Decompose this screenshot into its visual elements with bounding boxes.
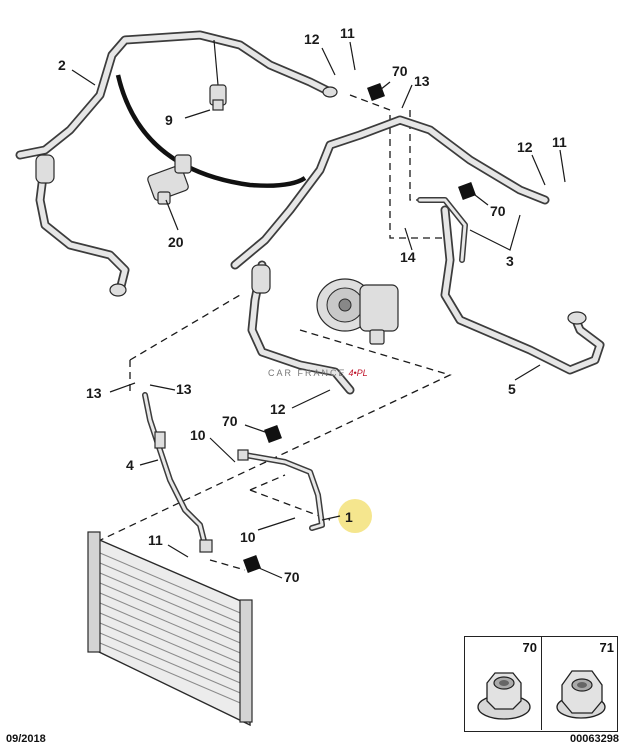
dashed-assembly-lines: [89, 94, 452, 571]
callout-3: 3: [506, 253, 514, 269]
leader-lines: [71, 41, 566, 579]
hose-assembly-2: [15, 30, 338, 297]
callout-11-right: 11: [552, 134, 567, 150]
callout-11-lower: 11: [148, 532, 163, 548]
curved-pointer: [115, 74, 307, 188]
callout-70-right: 70: [490, 203, 506, 219]
hose-end-fitting-right: [567, 311, 587, 325]
pipe-1: [237, 449, 325, 531]
hose-assembly-3-5: [230, 115, 605, 375]
suction-hose: [247, 260, 355, 395]
pipe-1-highlight: [338, 499, 372, 533]
callout-1: 1: [345, 509, 353, 525]
callout-70-top: 70: [392, 63, 408, 79]
callout-70-mid: 70: [222, 413, 238, 429]
callout-14: 14: [400, 249, 416, 265]
callout-12-top: 12: [304, 31, 320, 47]
callout-5: 5: [508, 381, 516, 397]
expansion-valve-20: [147, 154, 192, 205]
nut-70-marker-d: [243, 555, 261, 573]
callout-2: 2: [58, 57, 66, 73]
nut-70-marker-a: [367, 83, 385, 101]
muffler: [251, 264, 271, 294]
callout-12-mid: 12: [270, 401, 286, 417]
callout-10-lower: 10: [240, 529, 256, 545]
hex-nut-icon: [556, 670, 606, 719]
callout-4: 4: [126, 457, 134, 473]
legend-box: 70 71: [464, 636, 618, 732]
callout-9: 9: [165, 112, 173, 128]
flange-nut-icon: [477, 672, 531, 720]
diagram-reference-number: 00063298: [570, 733, 619, 745]
callout-13-mid: 13: [176, 381, 192, 397]
callout-13-left: 13: [86, 385, 102, 401]
nut-70-marker-b: [458, 182, 476, 200]
callout-13-top: 13: [414, 73, 430, 89]
callout-12-right: 12: [517, 139, 533, 155]
pressure-sensor-9: [209, 39, 227, 111]
legend-number-70: 70: [522, 640, 537, 655]
condenser: [87, 531, 253, 727]
callout-70-lower: 70: [284, 569, 300, 585]
callout-11-top: 11: [340, 25, 355, 41]
watermark-suffix: 4•PL: [348, 368, 368, 378]
pipe-4: [142, 392, 213, 553]
legend-number-71: 71: [599, 640, 614, 655]
ac-compressor: [316, 278, 399, 345]
callout-20: 20: [168, 234, 184, 250]
receiver-drier-upper: [35, 154, 55, 184]
nut-70-marker-c: [264, 425, 282, 443]
legend-item-71: 71: [542, 637, 618, 730]
legend-item-70: 70: [465, 637, 542, 730]
callout-labels: 2 9 20 12 11 70 13 12 11 70 3 14 5 13 13…: [58, 25, 567, 585]
callout-10-upper: 10: [190, 427, 206, 443]
diagram-date: 09/2018: [6, 733, 46, 745]
hose-end-fitting: [109, 283, 127, 297]
watermark-text: CAR FRANCE: [268, 368, 347, 378]
hose-end-fitting-top: [322, 86, 338, 98]
